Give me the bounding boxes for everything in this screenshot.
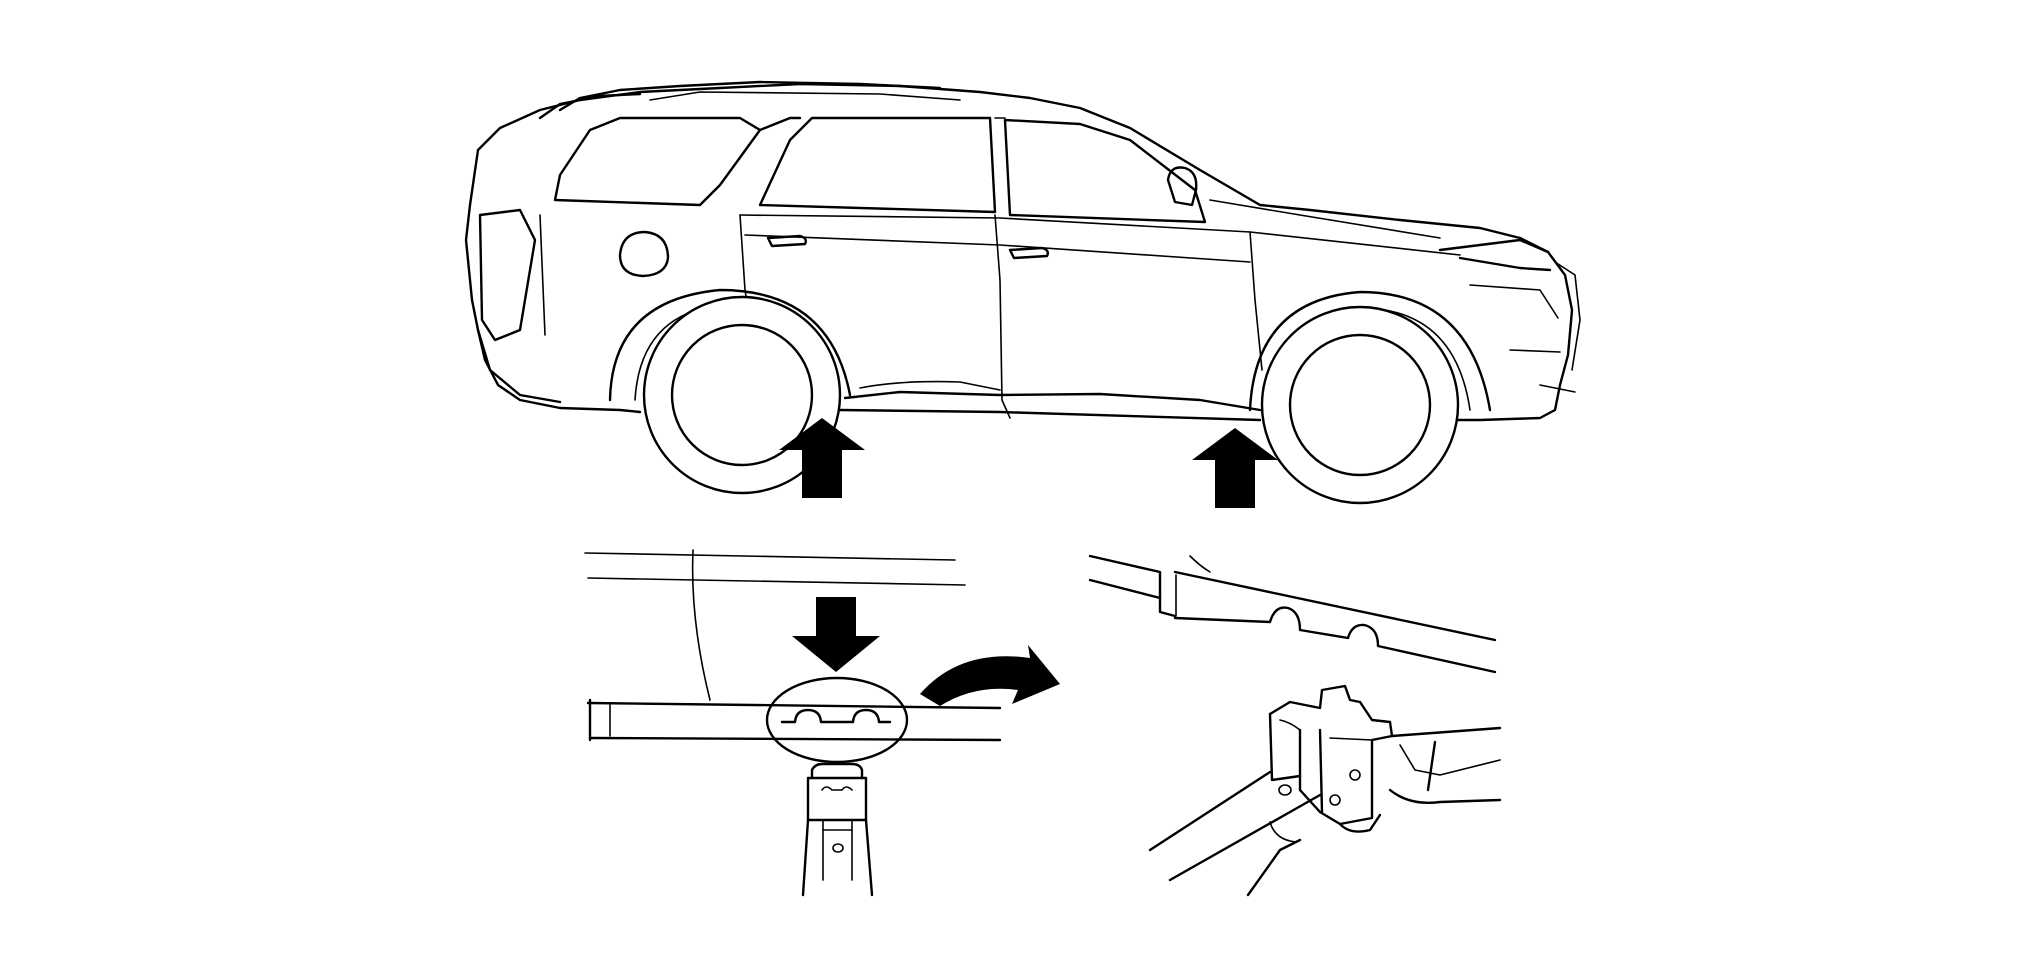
arrow-down-icon: [792, 597, 880, 672]
vehicle-side-view: [464, 80, 1581, 505]
sill-jack-detail: [584, 549, 1002, 897]
arrow-up-icon: [1192, 428, 1278, 508]
jack-engaged-detail: [1088, 554, 1502, 897]
curved-arrow-icon: [920, 645, 1060, 706]
arrow-up-icon: [779, 418, 865, 498]
